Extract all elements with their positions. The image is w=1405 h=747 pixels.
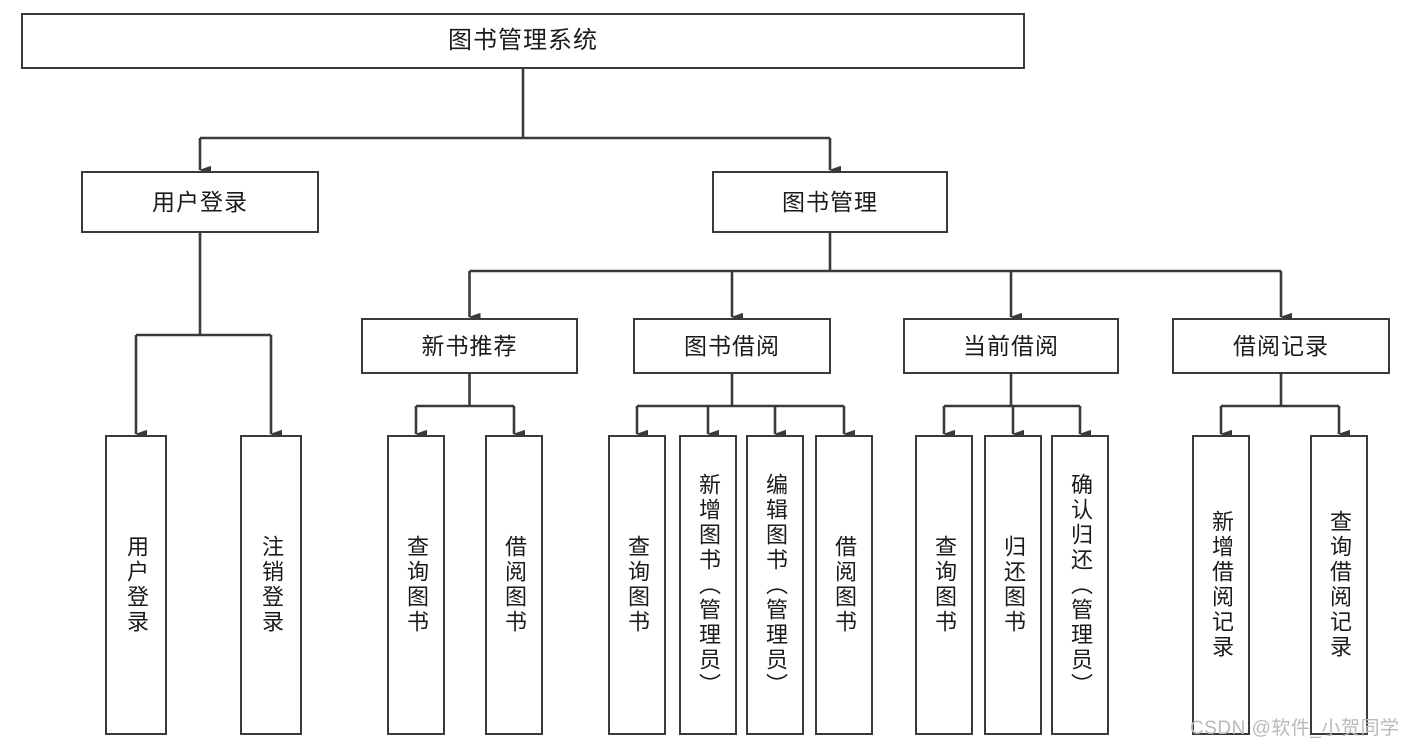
csdn-watermark: CSDN @软件_小贺同学	[1190, 718, 1400, 739]
node-leaf-br-add[interactable]: 新增借阅记录	[1192, 435, 1250, 735]
node-label: 借阅图书	[832, 535, 857, 635]
node-new-book-rec[interactable]: 新书推荐	[361, 318, 578, 374]
node-leaf-user-logout[interactable]: 注销登录	[240, 435, 302, 735]
node-label: 新增图书（管理员）	[696, 472, 721, 698]
node-label: 图书借阅	[684, 332, 780, 359]
node-label: 新书推荐	[421, 332, 518, 359]
node-label: 借阅记录	[1233, 332, 1329, 359]
node-leaf-bb-borrow[interactable]: 借阅图书	[815, 435, 873, 735]
node-label: 当前借阅	[963, 332, 1059, 359]
node-label: 用户登录	[124, 535, 149, 635]
node-leaf-br-query[interactable]: 查询借阅记录	[1310, 435, 1368, 735]
node-leaf-user-login[interactable]: 用户登录	[105, 435, 167, 735]
node-label: 编辑图书（管理员）	[763, 472, 788, 698]
node-leaf-bb-edit[interactable]: 编辑图书（管理员）	[746, 435, 804, 735]
node-label: 新增借阅记录	[1209, 510, 1234, 660]
node-leaf-bb-add[interactable]: 新增图书（管理员）	[679, 435, 737, 735]
node-user-login[interactable]: 用户登录	[81, 171, 319, 233]
node-label: 查询图书	[932, 535, 957, 635]
node-label: 查询图书	[625, 535, 650, 635]
node-leaf-cb-query[interactable]: 查询图书	[915, 435, 973, 735]
node-label: 图书管理系统	[448, 27, 598, 55]
node-leaf-rec-borrow[interactable]: 借阅图书	[485, 435, 543, 735]
node-label: 查询借阅记录	[1327, 510, 1352, 660]
node-label: 图书管理	[782, 188, 878, 215]
node-book-borrow[interactable]: 图书借阅	[633, 318, 831, 374]
node-leaf-rec-query[interactable]: 查询图书	[387, 435, 445, 735]
node-leaf-cb-return[interactable]: 归还图书	[984, 435, 1042, 735]
node-leaf-bb-query[interactable]: 查询图书	[608, 435, 666, 735]
node-book-mgmt[interactable]: 图书管理	[712, 171, 948, 233]
node-label: 归还图书	[1001, 535, 1026, 635]
node-label: 确认归还（管理员）	[1068, 472, 1093, 698]
node-leaf-cb-confirm[interactable]: 确认归还（管理员）	[1051, 435, 1109, 735]
node-label: 注销登录	[259, 535, 284, 635]
node-label: 查询图书	[404, 535, 429, 635]
node-label: 用户登录	[152, 188, 248, 215]
node-current-borrow[interactable]: 当前借阅	[903, 318, 1119, 374]
node-label: 借阅图书	[502, 535, 527, 635]
node-root[interactable]: 图书管理系统	[21, 13, 1025, 69]
node-borrow-record[interactable]: 借阅记录	[1172, 318, 1390, 374]
